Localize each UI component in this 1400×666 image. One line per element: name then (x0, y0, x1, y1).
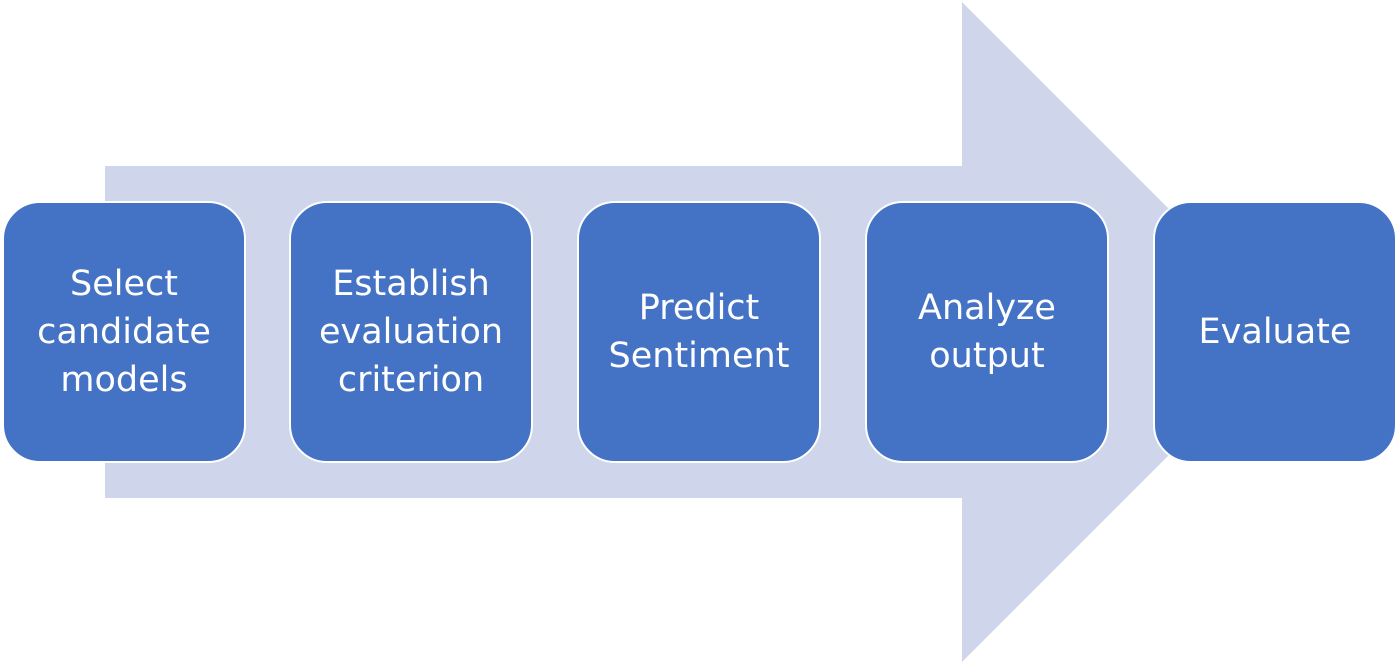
step-label: Predict Sentiment (608, 288, 790, 376)
step-predict-sentiment: Predict Sentiment (577, 201, 821, 463)
step-analyze-output: Analyze output (865, 201, 1109, 463)
step-label: Establish evaluation criterion (318, 264, 504, 400)
step-label: Evaluate (1198, 312, 1352, 352)
step-label: Select candidate models (37, 264, 211, 400)
step-evaluate: Evaluate (1153, 201, 1397, 463)
step-establish-evaluation-criterion: Establish evaluation criterion (289, 201, 533, 463)
step-select-candidate-models: Select candidate models (2, 201, 246, 463)
step-label: Analyze output (918, 288, 1056, 376)
